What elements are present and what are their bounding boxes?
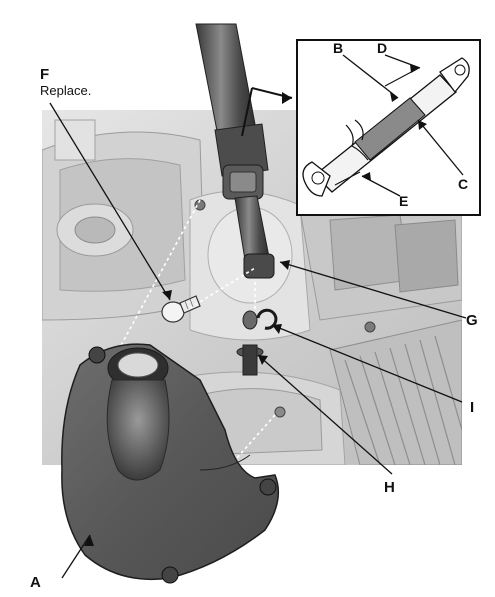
leader-arrowheads xyxy=(84,64,427,546)
detail-inset xyxy=(296,39,481,216)
joint-bolt xyxy=(161,295,201,323)
leader-lines xyxy=(49,54,467,579)
inset-pointer xyxy=(241,87,293,137)
callout-D: D xyxy=(377,40,387,56)
callout-I: I xyxy=(470,399,475,416)
steering-joint-cover xyxy=(61,343,280,584)
circlip xyxy=(256,308,278,330)
pinion-shaft xyxy=(236,310,264,376)
callout-F-note: Replace. xyxy=(40,83,92,98)
callout-C: C xyxy=(458,176,468,192)
callout-H: H xyxy=(384,479,395,496)
callout-G: G xyxy=(466,312,478,329)
callout-E: E xyxy=(399,193,408,209)
callout-B: B xyxy=(333,40,343,56)
steering-shaft xyxy=(195,23,275,279)
callout-A: A xyxy=(30,574,41,591)
callout-F: F xyxy=(40,66,50,83)
